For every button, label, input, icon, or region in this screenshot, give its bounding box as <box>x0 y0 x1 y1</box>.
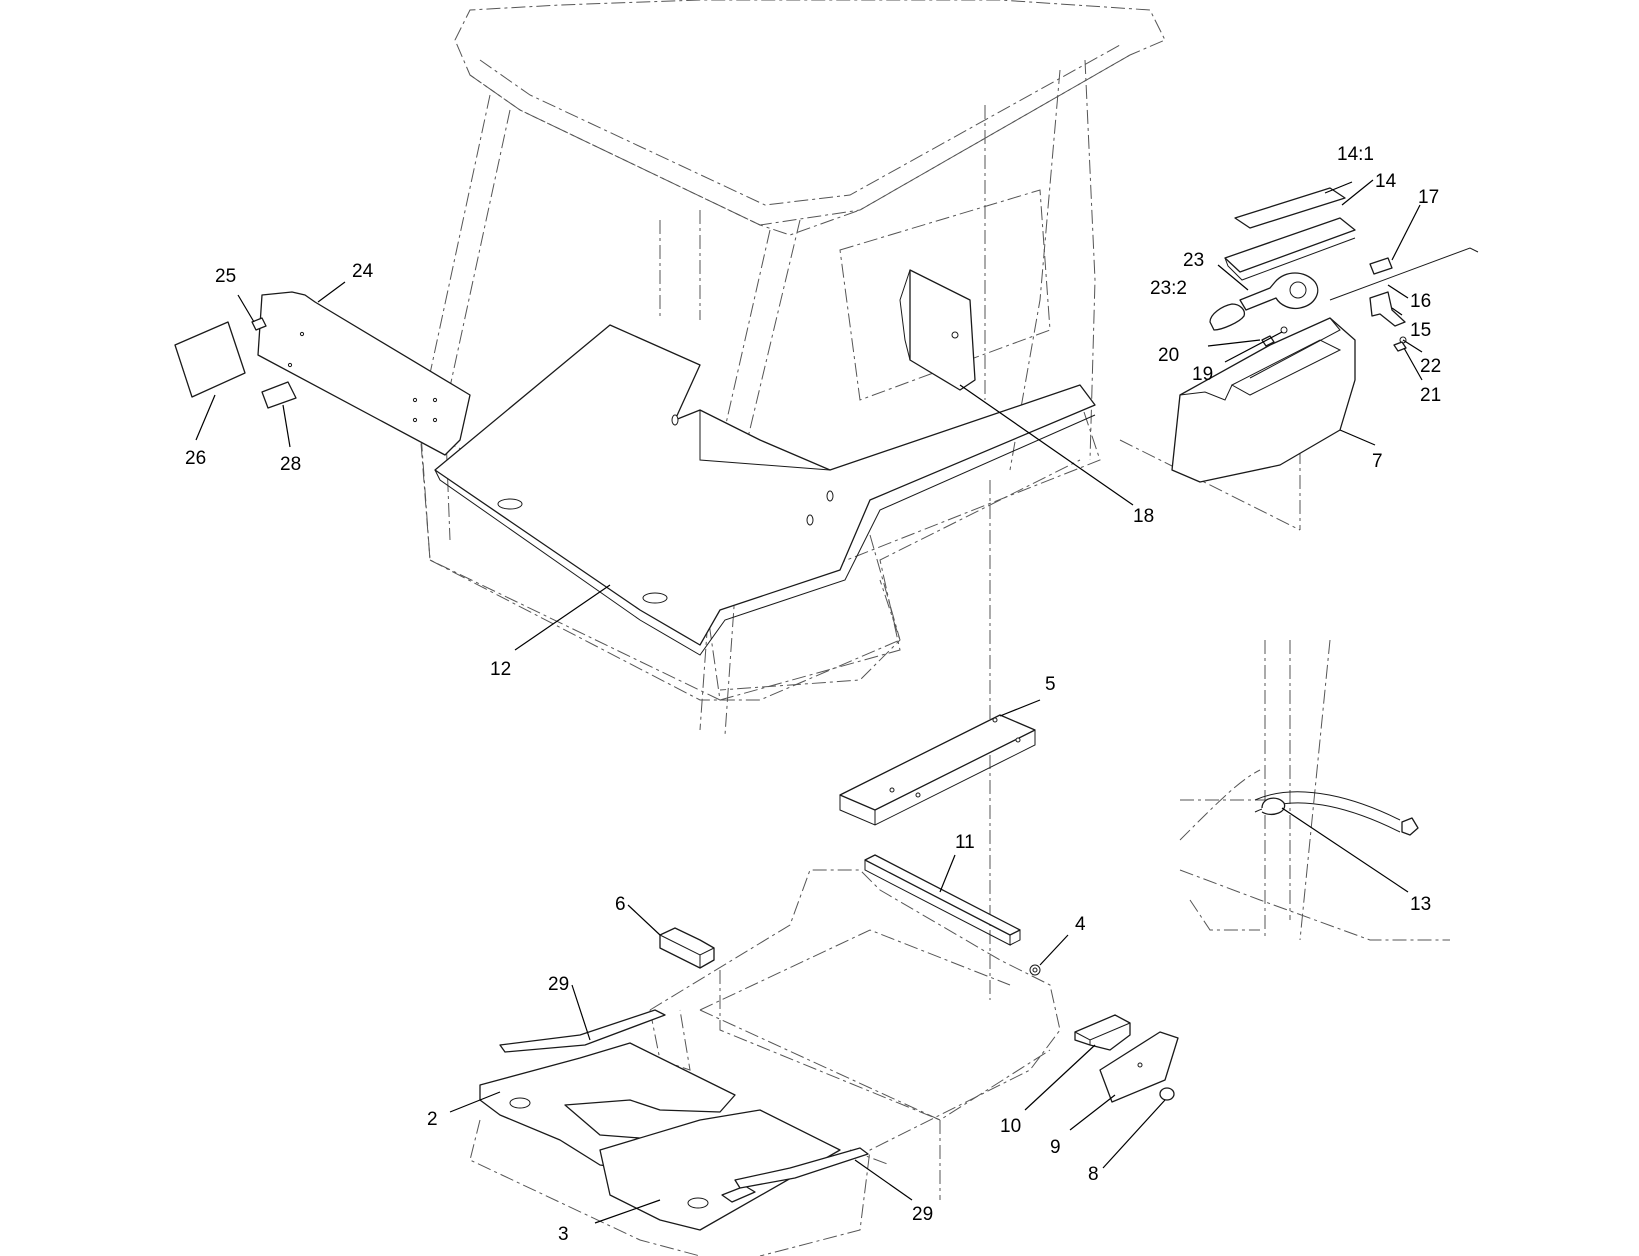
part-5-board <box>839 714 1036 826</box>
callout-3: 3 <box>558 1224 569 1245</box>
callout-19: 19 <box>1192 364 1213 385</box>
detail-inset-13 <box>1179 639 1450 941</box>
part-15-bracket <box>1369 291 1406 327</box>
part-8-knob <box>1159 1087 1175 1101</box>
part-29-foam-strip-upper <box>499 1009 666 1053</box>
callout-28: 28 <box>280 454 301 475</box>
part-24-side-panel <box>257 291 471 456</box>
callout-25: 25 <box>215 266 236 287</box>
callout-21: 21 <box>1420 385 1441 406</box>
part-14-1-decal <box>1234 187 1346 229</box>
callout-16: 16 <box>1410 291 1431 312</box>
callout-4: 4 <box>1075 914 1086 935</box>
leader-lines <box>195 179 1423 1224</box>
part-7-tool-box <box>1171 317 1356 483</box>
part-23-wrench <box>1239 272 1319 311</box>
callout-11: 11 <box>955 832 975 853</box>
callout-6: 6 <box>615 894 626 915</box>
callout-26: 26 <box>185 448 206 469</box>
part-21-nut <box>1393 341 1407 352</box>
callout-22: 22 <box>1420 356 1441 377</box>
callout-17: 17 <box>1418 187 1439 208</box>
part-28-small-decal <box>261 381 297 409</box>
cab-frame-phantom <box>419 0 1301 1000</box>
callout-23-2: 23:2 <box>1150 278 1187 299</box>
callout-5: 5 <box>1045 674 1056 695</box>
callout-18: 18 <box>1133 506 1154 527</box>
part-17-latch <box>1369 257 1393 275</box>
part-11-strip <box>864 854 1021 946</box>
part-20-screw <box>1261 335 1275 347</box>
callout-20: 20 <box>1158 345 1179 366</box>
callout-10: 10 <box>1000 1116 1021 1137</box>
callout-labels: 14:1 14 17 23 16 23:2 15 20 22 19 21 7 1… <box>185 144 1441 1245</box>
part-26-decal <box>174 321 246 398</box>
part-4-nut <box>1029 964 1041 976</box>
callout-12: 12 <box>490 659 511 680</box>
part-14-cover <box>1224 217 1356 281</box>
callout-7: 7 <box>1372 451 1383 472</box>
part-2-floor-mat <box>479 1042 736 1173</box>
part-16-rod <box>1329 247 1479 301</box>
part-10-bumper <box>1074 1014 1131 1051</box>
callout-9: 9 <box>1050 1137 1061 1158</box>
callout-14: 14 <box>1375 171 1397 192</box>
part-6-block <box>659 927 715 969</box>
callout-2: 2 <box>427 1109 438 1130</box>
callout-23: 23 <box>1183 250 1204 271</box>
part-18-rear-panel <box>899 269 976 391</box>
callout-14-1: 14:1 <box>1337 144 1374 165</box>
callout-29-lower: 29 <box>912 1204 933 1225</box>
callout-24: 24 <box>352 261 374 282</box>
callout-13: 13 <box>1410 894 1431 915</box>
part-29-foam-strip-lower <box>734 1147 869 1189</box>
lower-frame-phantom <box>469 869 1061 1256</box>
part-9-plate <box>1099 1031 1179 1103</box>
part-19-washer <box>1280 326 1288 334</box>
part-12-floor-pan <box>434 324 1096 656</box>
part-23-2-grip <box>1209 303 1246 331</box>
part-25-clip <box>251 317 267 331</box>
callout-29-upper: 29 <box>548 974 569 995</box>
callout-15: 15 <box>1410 320 1431 341</box>
callout-8: 8 <box>1088 1164 1099 1185</box>
